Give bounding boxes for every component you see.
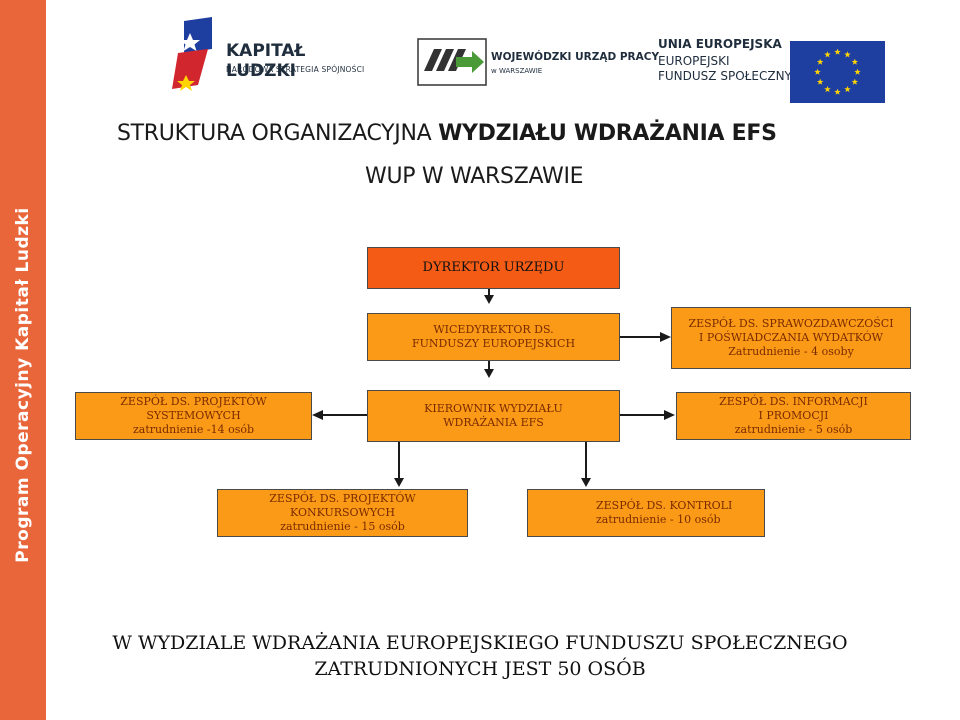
competitive-team-box: ZESPÓŁ DS. PROJEKTÓW KONKURSOWYCH zatrud… — [217, 489, 468, 537]
eu-star-icon — [814, 68, 821, 75]
connector-line — [585, 442, 587, 478]
eu-star-icon — [854, 68, 861, 75]
page-title: STRUKTURA ORGANIZACYJNA WYDZIAŁU WDRAŻAN… — [117, 121, 777, 146]
manager-line2: WDRAŻANIA EFS — [443, 416, 544, 429]
eu-star-icon — [851, 58, 859, 65]
arrow-left-icon — [312, 410, 323, 420]
eu-flag-icon — [790, 41, 885, 103]
arrow-down-icon — [484, 295, 494, 304]
connector-line — [620, 336, 662, 338]
title-part2: WYDZIAŁU WDRAŻANIA EFS — [438, 121, 777, 146]
director-box: DYREKTOR URZĘDU — [367, 247, 620, 289]
vice-director-box: WICEDYREKTOR DS. FUNDUSZY EUROPEJSKICH — [367, 313, 620, 361]
wup-subtitle: w WARSZAWIE — [491, 67, 543, 75]
eu-star-icon — [824, 51, 831, 58]
systemic-team-line1: ZESPÓŁ DS. PROJEKTÓW — [120, 395, 267, 408]
info-team-line2: I PROMOCJI — [758, 409, 829, 422]
connector-line — [488, 361, 490, 369]
eu-star-icon — [834, 88, 841, 95]
systemic-team-line3: zatrudnienie -14 osób — [132, 423, 255, 436]
eu-star-icon — [824, 85, 831, 93]
page-subtitle: WUP W WARSZAWIE — [365, 164, 584, 189]
info-team-line3: zatrudnienie - 5 osób — [734, 423, 853, 436]
eu-star-icon — [816, 58, 824, 65]
competitive-team-line1: ZESPÓŁ DS. PROJEKTÓW KONKURSOWYCH — [269, 492, 416, 519]
systemic-team-box: ZESPÓŁ DS. PROJEKTÓW SYSTEMOWYCH zatrudn… — [75, 392, 312, 440]
ue-logo: UNIA EUROPEJSKA EUROPEJSKI FUNDUSZ SPOŁE… — [658, 33, 898, 103]
connector-line — [488, 289, 490, 295]
wup-logo: WOJEWÓDZKI URZĄD PRACY w WARSZAWIE — [416, 37, 660, 87]
eu-star-icon — [834, 48, 841, 55]
kapital-ludzki-logo: KAPITAŁ LUDZKI NARODOWA STRATEGIA SPÓJNO… — [168, 15, 378, 103]
arrow-right-icon — [660, 332, 671, 342]
sidebar-banner: Program Operacyjny Kapitał Ludzki — [0, 0, 46, 720]
kapital-ludzki-subtitle: NARODOWA STRATEGIA SPÓJNOŚCI — [226, 65, 365, 74]
connector-line — [620, 414, 665, 416]
connector-line — [323, 414, 367, 416]
ue-line2: EUROPEJSKI — [658, 54, 730, 68]
info-team-box: ZESPÓŁ DS. INFORMACJI I PROMOCJI zatrudn… — [676, 392, 911, 440]
eu-star-icon — [816, 78, 824, 85]
vice-director-line2: FUNDUSZY EUROPEJSKICH — [411, 337, 576, 350]
director-label: DYREKTOR URZĘDU — [422, 260, 565, 275]
arrow-down-icon — [484, 369, 494, 378]
manager-box: KIEROWNIK WYDZIAŁU WDRAŻANIA EFS — [367, 390, 620, 442]
arrow-right-icon — [664, 410, 675, 420]
systemic-team-line2: SYSTEMOWYCH — [146, 409, 241, 422]
manager-line1: KIEROWNIK WYDZIAŁU — [424, 402, 563, 415]
wup-title: WOJEWÓDZKI URZĄD PRACY — [491, 51, 660, 63]
eu-star-icon — [844, 85, 851, 93]
arrow-down-icon — [394, 478, 404, 487]
title-part1: STRUKTURA ORGANIZACYJNA — [117, 121, 439, 146]
eu-star-icon — [851, 78, 859, 85]
vice-director-line1: WICEDYREKTOR DS. — [433, 323, 554, 336]
eu-star-icon — [844, 51, 851, 58]
reporting-team-line2: I POŚWIADCZANIA WYDATKÓW — [699, 331, 883, 344]
arrow-down-icon — [581, 478, 591, 487]
ue-line1: UNIA EUROPEJSKA — [658, 37, 782, 51]
control-team-box: ZESPÓŁ DS. KONTROLI zatrudnienie - 10 os… — [527, 489, 765, 537]
reporting-team-line3: Zatrudnienie - 4 osoby — [728, 345, 854, 358]
connector-line — [398, 442, 400, 478]
logo-bar: KAPITAŁ LUDZKI NARODOWA STRATEGIA SPÓJNO… — [168, 15, 895, 103]
reporting-team-box: ZESPÓŁ DS. SPRAWOZDAWCZOŚCI I POŚWIADCZA… — [671, 307, 911, 369]
ue-line3: FUNDUSZ SPOŁECZNY — [658, 69, 792, 83]
info-team-line1: ZESPÓŁ DS. INFORMACJI — [719, 395, 868, 408]
control-team-line1: ZESPÓŁ DS. KONTROLI — [596, 499, 733, 512]
footer-line1: W WYDZIALE WDRAŻANIA EUROPEJSKIEGO FUNDU… — [112, 632, 848, 654]
sidebar-program-text: Program Operacyjny Kapitał Ludzki — [13, 207, 33, 563]
control-team-line2: zatrudnienie - 10 osób — [596, 513, 721, 526]
kapital-ludzki-title: KAPITAŁ LUDZKI — [226, 41, 306, 81]
reporting-team-line1: ZESPÓŁ DS. SPRAWOZDAWCZOŚCI — [688, 317, 894, 330]
wup-emblem-icon — [417, 38, 487, 86]
competitive-team-line2: zatrudnienie - 15 osób — [280, 520, 405, 533]
footer-line2: ZATRUDNIONYCH JEST 50 OSÓB — [314, 658, 646, 680]
kapital-ludzki-emblem-icon — [172, 17, 212, 91]
